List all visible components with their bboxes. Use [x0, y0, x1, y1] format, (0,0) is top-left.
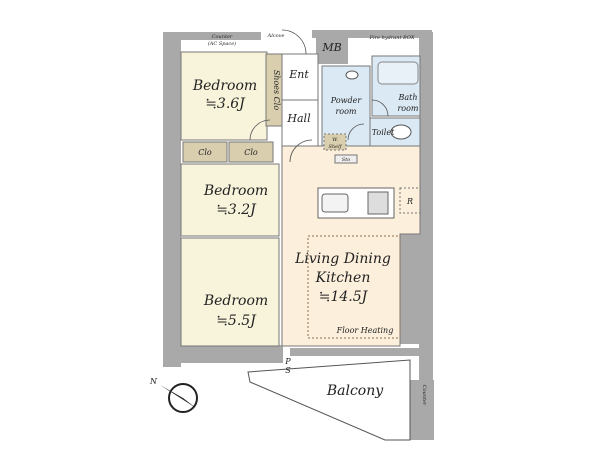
bedroom-2-area [180, 163, 280, 237]
counter-ac-label-line1: Counter [212, 34, 233, 40]
toilet-label: Toilet [372, 128, 395, 137]
refrigerator-label: R [406, 197, 413, 206]
walls [163, 30, 434, 440]
bath-room-label-line2: room [397, 104, 418, 113]
bedroom-2-size: ≒3.2J [216, 202, 257, 218]
compass-icon: N [149, 377, 198, 413]
counter-ac-label-line2: (AC Space) [208, 40, 236, 47]
toilet-bowl [390, 124, 412, 140]
entrance-label: Ent [288, 68, 309, 81]
powder-room-label-line2: room [335, 107, 356, 116]
storage-label: Sto [342, 157, 350, 163]
floor-heating-label: Floor Heating [336, 326, 394, 335]
shoes-closet-label: Shoes Clo [272, 70, 281, 111]
w-shelf-area [323, 133, 347, 151]
balcony-label: Balcony [326, 383, 384, 399]
bedroom-1-area [180, 51, 268, 141]
w-shelf-label-line1: W. [332, 137, 338, 143]
sink [345, 70, 359, 80]
storage-area [334, 154, 358, 164]
compass-north-label: N [149, 377, 158, 386]
closet-1-area [182, 141, 228, 163]
closet-1-label: Clo [198, 148, 212, 157]
stove [367, 191, 389, 215]
bedroom-1-label: Bedroom [192, 78, 257, 94]
w-shelf-label-line2: Shelf [328, 144, 342, 150]
ps-label-line1: P [284, 357, 291, 366]
ldk-label-line2: Kitchen [315, 270, 371, 286]
bedroom-2-label: Bedroom [203, 183, 268, 199]
powder-room-label-line1: Powder [330, 96, 363, 105]
hall-label: Hall [286, 112, 311, 125]
closet-2-label: Clo [244, 148, 258, 157]
ldk-label-line1: Living Dining [294, 251, 391, 267]
ps-label-line2: S [285, 366, 291, 375]
closet-2-area [228, 141, 274, 163]
refrigerator-space [399, 187, 421, 214]
entrance-area [281, 53, 319, 101]
bedroom-1-size: ≒3.6J [205, 96, 246, 112]
ldk-area [281, 145, 421, 347]
bath-room-label-line1: Bath [397, 93, 417, 102]
ldk-size: ≒14.5J [319, 289, 369, 305]
bedroom-3-area [180, 237, 280, 347]
door-swings [249, 29, 389, 163]
floor-heating-zone [307, 235, 401, 339]
alcove-label: Alcove [267, 33, 285, 39]
kitchen-sink [321, 193, 349, 213]
bedroom-3-size: ≒5.5J [216, 313, 257, 329]
fire-hydrant-label: Fire hydrant BOX [369, 35, 415, 41]
bedroom-3-label: Bedroom [203, 293, 268, 309]
balcony-counter-label: Counter [421, 385, 427, 406]
bathtub [377, 61, 419, 85]
mb-label: MB [321, 41, 341, 54]
balcony-area [247, 359, 411, 441]
